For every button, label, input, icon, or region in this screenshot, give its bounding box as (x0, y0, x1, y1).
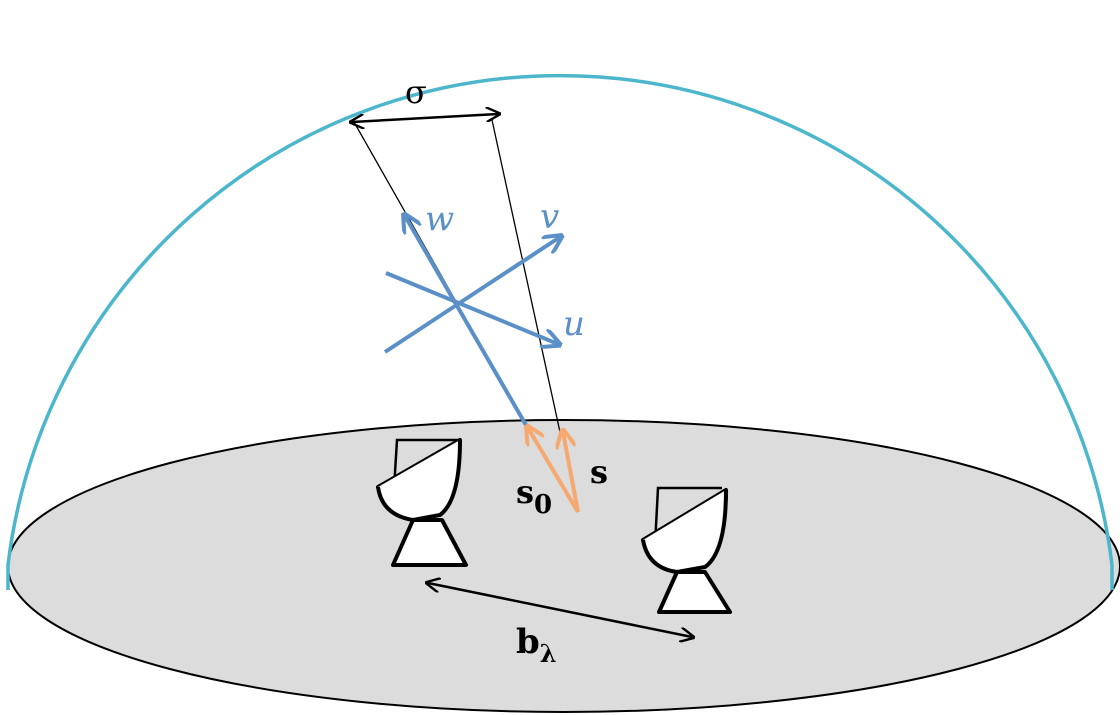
s0-subscript: 0 (534, 490, 552, 520)
sigma-label: σ (405, 73, 427, 111)
w-label: w (425, 199, 454, 239)
baseline-arrow (428, 583, 692, 637)
baseline-label: bλ (516, 622, 557, 668)
ground-plane (7, 419, 1120, 713)
celestial-dome (6, 73, 1114, 590)
sigma-arrow (352, 114, 498, 122)
s0-vector (528, 428, 580, 514)
v-label: v (540, 197, 559, 237)
u-axis (385, 271, 558, 344)
s0-main: s (516, 473, 534, 511)
s-vector (563, 432, 580, 513)
v-axis (383, 237, 560, 354)
w-axis (405, 216, 532, 434)
s-label: s (590, 453, 608, 491)
s0-label: s0 (516, 473, 552, 520)
antenna-1 (376, 438, 468, 567)
baseline-main: b (516, 622, 540, 662)
baseline-subscript: λ (540, 639, 557, 668)
direction-line-s (491, 119, 561, 433)
u-label: u (563, 304, 585, 344)
